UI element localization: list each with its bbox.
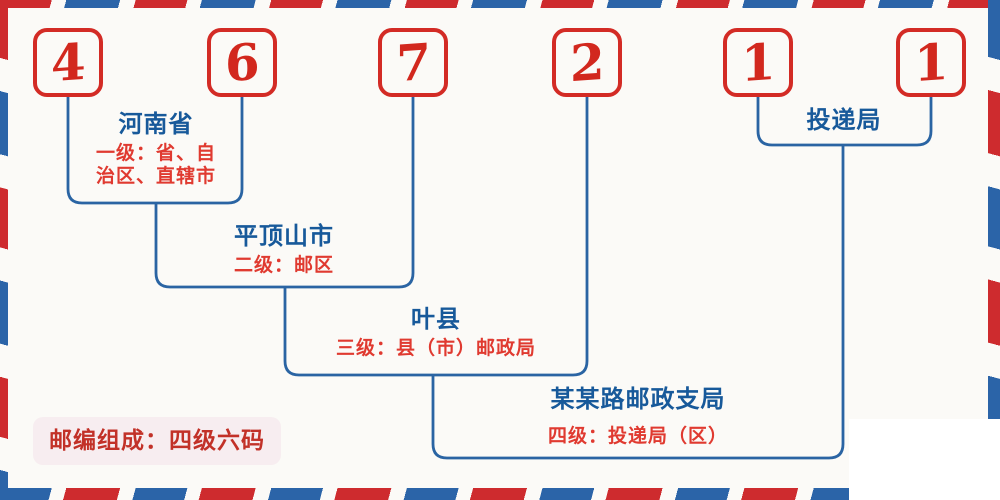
county-name: 叶县 [410,307,461,333]
digit-box-2: 6 [207,28,277,97]
digit-2: 6 [224,31,260,93]
label-delivery: 投递局 [807,108,882,134]
digit-3: 7 [395,31,431,93]
airmail-border-left [0,0,8,500]
label-city: 平顶山市 二级：邮区 [234,224,334,277]
bracket-branch [431,145,845,460]
bracket-delivery [756,97,933,147]
digit-box-1: 4 [33,28,103,97]
digit-6: 1 [913,31,949,93]
digit-box-3: 7 [378,28,448,97]
label-county: 叶县 三级：县（市）邮政局 [336,307,536,360]
digit-5: 1 [740,31,776,93]
digit-4: 2 [569,31,605,93]
province-name: 河南省 [118,112,194,138]
branch-desc: 四级：投递局（区） [547,426,729,447]
label-branch: 某某路邮政支局 四级：投递局（区） [548,387,728,448]
digit-box-4: 2 [552,28,622,97]
city-name: 平顶山市 [233,224,334,250]
county-desc: 三级：县（市）邮政局 [335,338,537,359]
delivery-name: 投递局 [806,108,882,134]
airmail-border-bottom [0,488,1000,500]
province-desc-line1: 一级：省、自 [95,143,217,164]
digit-box-6: 1 [896,28,966,97]
airmail-border-top [0,0,1000,8]
airmail-border-right [988,0,1000,500]
branch-name: 某某路邮政支局 [550,387,726,413]
label-province: 河南省 一级：省、自 治区、直辖市 [96,112,216,188]
city-desc: 二级：邮区 [233,255,335,276]
bottom-right-white-patch [849,419,1000,500]
footer-badge: 邮编组成：四级六码 [33,417,281,465]
digit-1: 4 [50,31,86,93]
digit-box-5: 1 [723,28,793,97]
province-desc-line2: 治区、直辖市 [95,166,217,187]
bracket-county [283,97,589,377]
